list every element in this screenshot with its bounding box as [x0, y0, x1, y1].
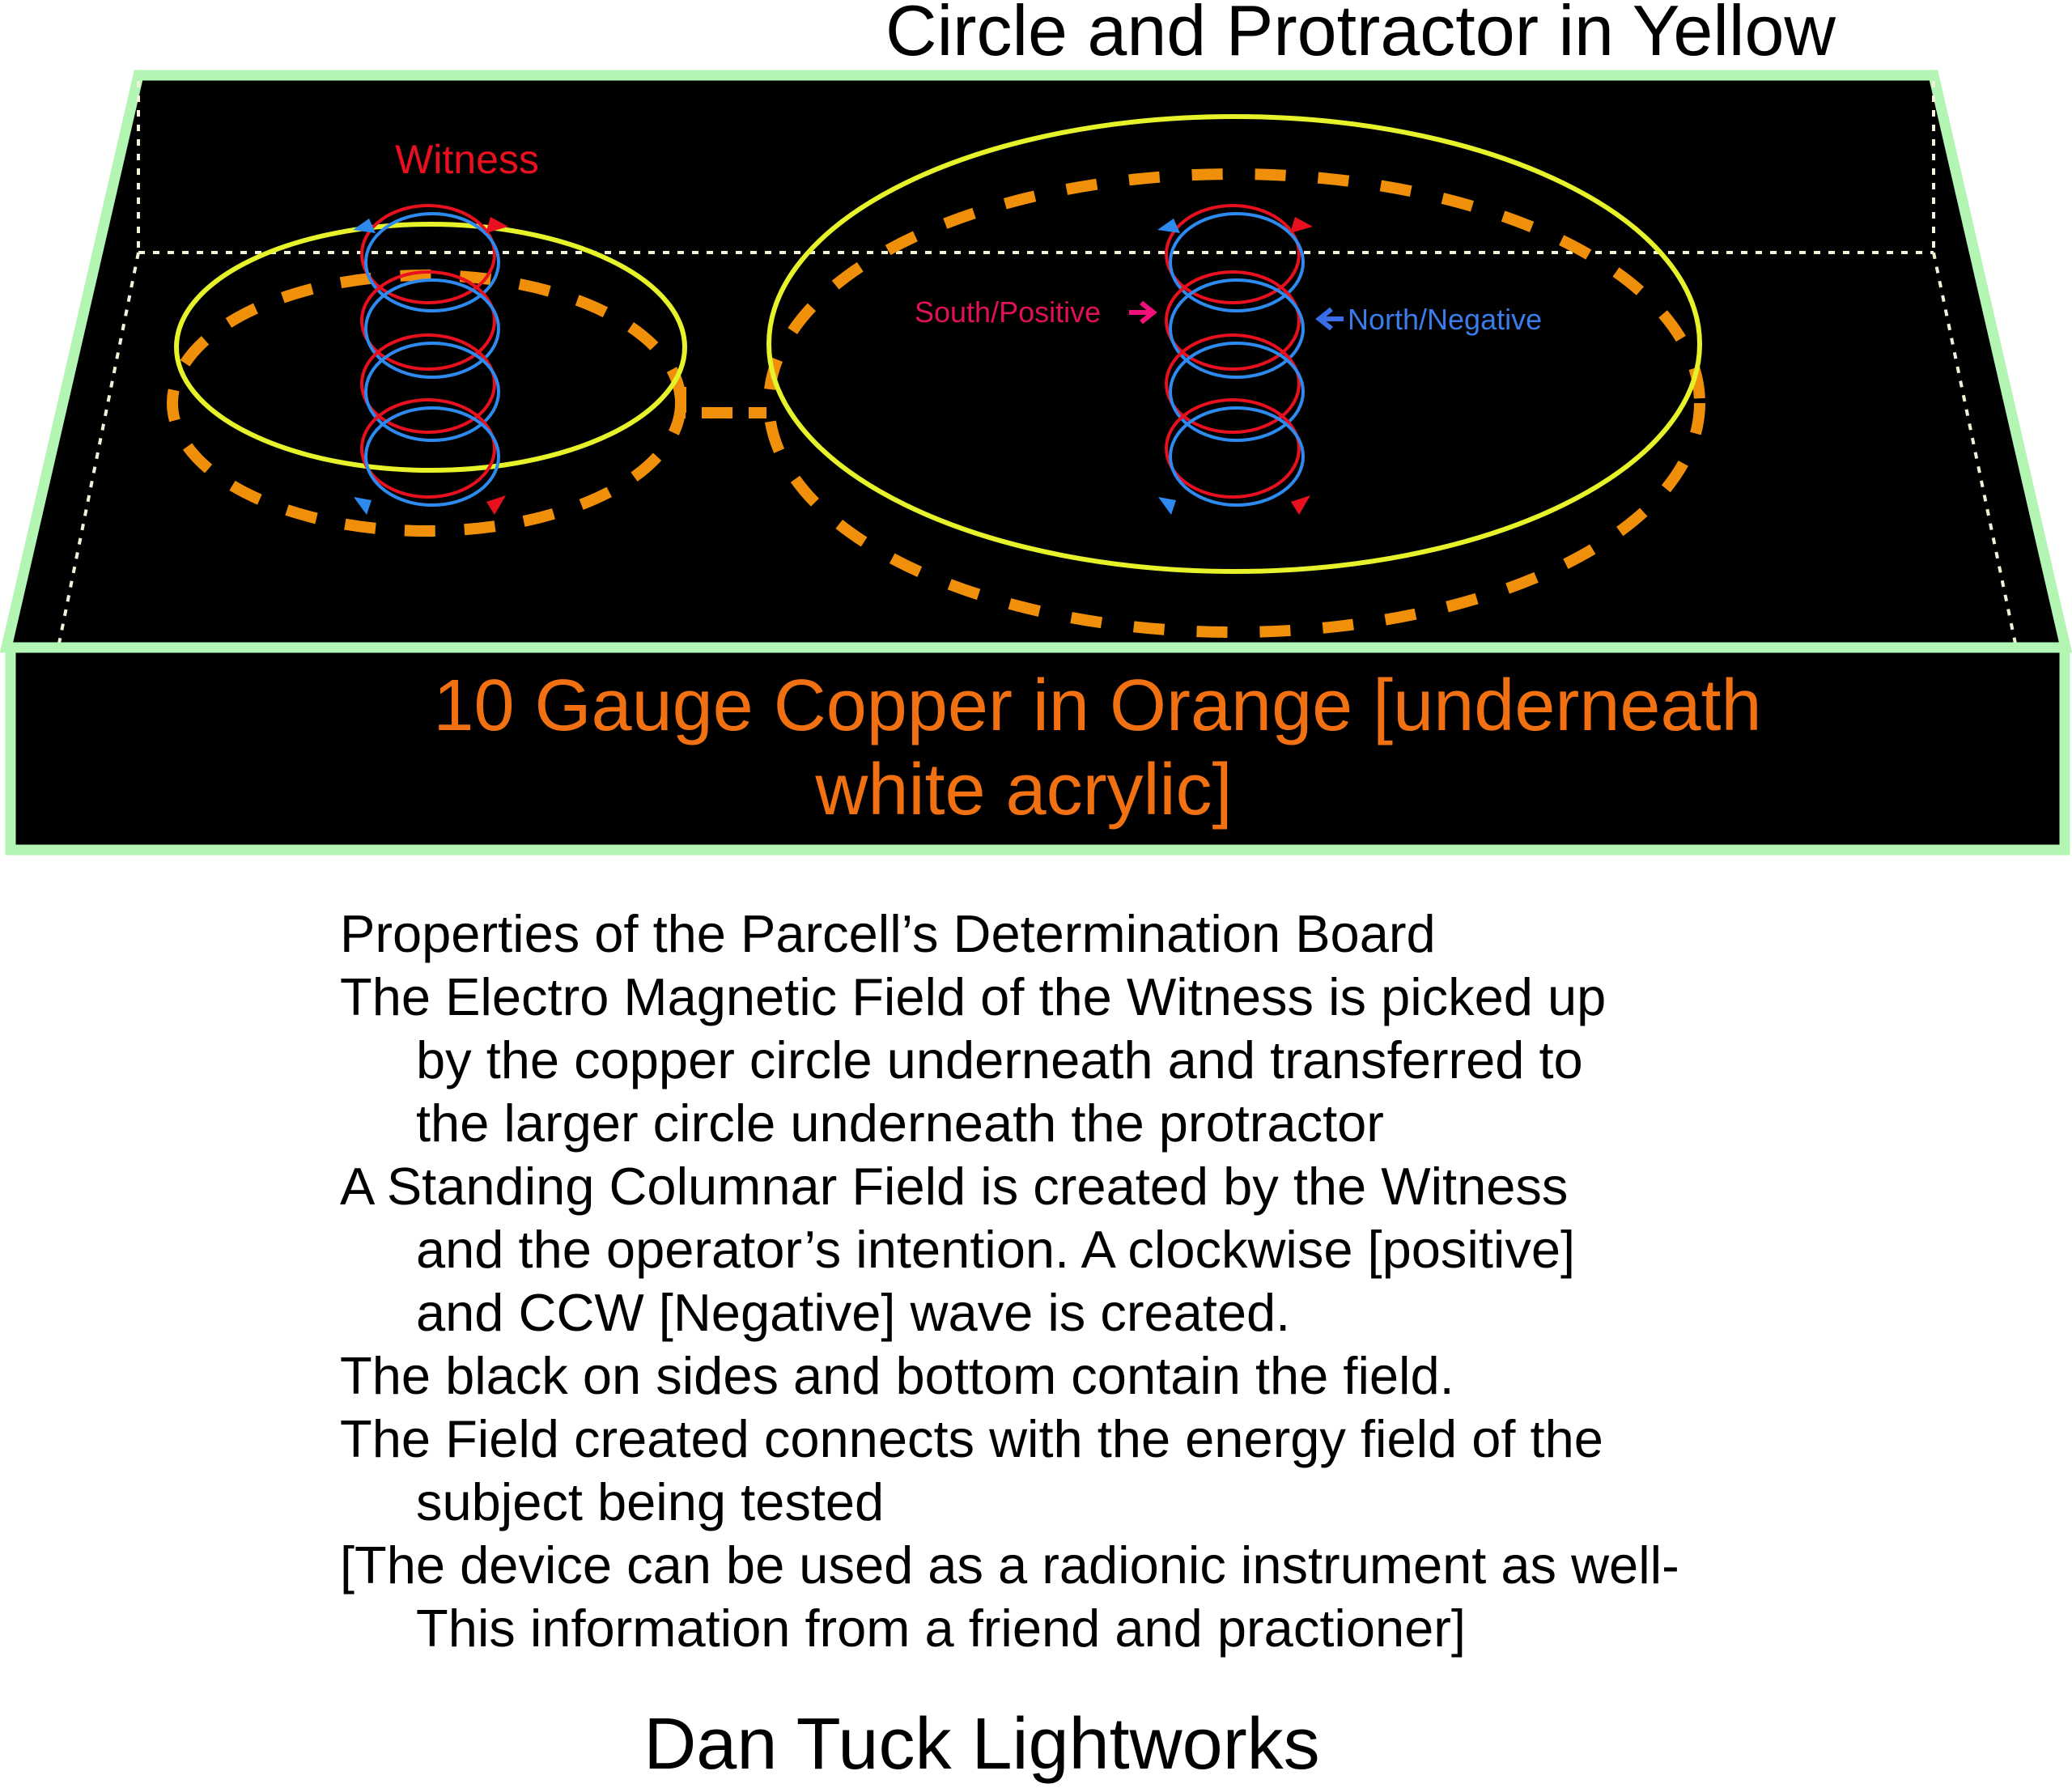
cw-wave-loop: [360, 333, 496, 434]
ccw-wave-loop: [364, 278, 500, 379]
property-line: by the copper circle underneath and tran…: [416, 1030, 1583, 1089]
ccw-arrow-icon: [1158, 497, 1176, 515]
cw-wave-loop: [360, 270, 496, 371]
cw-wave-loop: [1165, 333, 1301, 434]
witness-label: Witness: [395, 137, 539, 182]
large-copper-ring: [763, 168, 1705, 638]
board-front-panel: [5, 642, 2070, 856]
property-line: The black on sides and bottom contain th…: [340, 1346, 1454, 1405]
property-line: Properties of the Parcell’s Determinatio…: [340, 904, 1436, 963]
property-line: The Electro Magnetic Field of the Witnes…: [340, 967, 1606, 1026]
south-positive-label: South/Positive: [915, 295, 1101, 329]
ccw-arrow-icon: [354, 497, 372, 515]
copper-connector: [675, 387, 766, 418]
ccw-wave-loop: [364, 212, 500, 312]
ccw-arrow-icon: [1157, 219, 1180, 233]
property-line: [The device can be used as a radionic in…: [340, 1535, 1679, 1595]
property-line: and the operator’s intention. A clockwis…: [416, 1220, 1575, 1279]
north-negative-label: North/Negative: [1348, 303, 1542, 336]
witness-circle: [174, 222, 687, 473]
south-arrow-icon: [1129, 300, 1157, 325]
diagram-title: Circle and Protractor in Yellow: [885, 0, 1836, 70]
copper-label-line-1: 10 Gauge Copper in Orange [underneath: [433, 665, 1761, 746]
cw-arrow-icon: [486, 217, 508, 233]
property-line: A Standing Columnar Field is created by …: [340, 1157, 1568, 1216]
ccw-wave-loop: [364, 406, 500, 507]
cw-wave-loop: [1165, 398, 1301, 499]
witness-field-coil: [353, 204, 508, 515]
protractor-circle: [766, 114, 1702, 574]
protractor-field-coil: [1157, 204, 1313, 515]
cw-arrow-icon: [486, 495, 506, 515]
cw-wave-loop: [360, 398, 496, 499]
footer-credit: Dan Tuck Lightworks: [643, 1704, 1319, 1785]
property-line: This information from a friend and pract…: [416, 1599, 1466, 1658]
ccw-wave-loop: [1169, 342, 1305, 442]
property-line: the larger circle underneath the protrac…: [416, 1094, 1384, 1153]
property-line: and CCW [Negative] wave is created.: [416, 1283, 1290, 1342]
ccw-wave-loop: [1169, 212, 1305, 312]
ccw-wave-loop: [1169, 278, 1305, 379]
ccw-arrow-icon: [353, 219, 376, 233]
board-top-surface: [0, 70, 2072, 653]
property-line: The Field created connects with the ener…: [340, 1409, 1603, 1468]
ccw-wave-loop: [1169, 406, 1305, 507]
cw-wave-loop: [360, 204, 496, 304]
copper-label-line-2: white acrylic]: [814, 750, 1232, 830]
cw-wave-loop: [1165, 204, 1301, 304]
properties-text: Properties of the Parcell’s Determinatio…: [340, 904, 1679, 1658]
property-line: subject being tested: [416, 1472, 884, 1531]
north-arrow-icon: [1315, 307, 1344, 331]
cw-wave-loop: [1165, 270, 1301, 371]
ccw-wave-loop: [364, 342, 500, 442]
cw-arrow-icon: [1290, 217, 1313, 233]
cw-arrow-icon: [1291, 495, 1310, 515]
